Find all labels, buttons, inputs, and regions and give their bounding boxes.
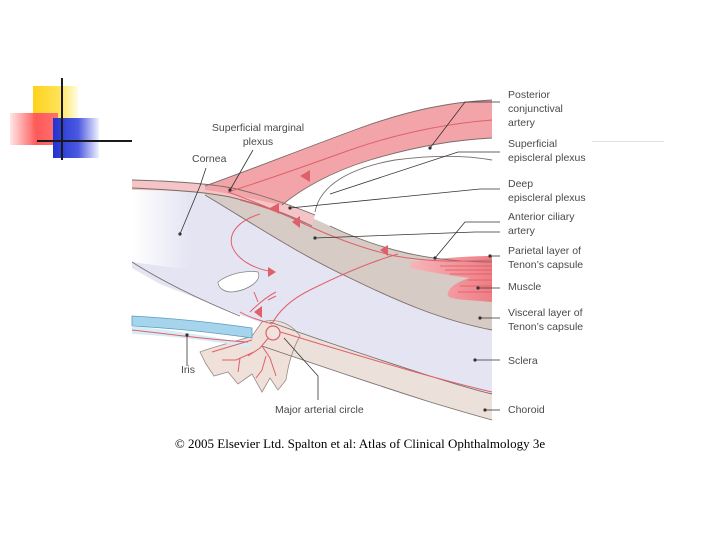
conjunctiva bbox=[132, 180, 315, 225]
label-superficial-marginal-plexus-1: Superficial marginal bbox=[212, 122, 304, 134]
sclera-region bbox=[132, 186, 492, 395]
posterior-conjunctival-artery-band bbox=[205, 100, 492, 205]
label-deep-episcleral-plexus-2: episcleral plexus bbox=[508, 192, 586, 204]
leader-dots bbox=[178, 146, 492, 412]
label-superficial-episcleral-plexus-2: episcleral plexus bbox=[508, 152, 586, 164]
label-choroid: Choroid bbox=[508, 404, 545, 416]
label-cornea: Cornea bbox=[192, 153, 227, 165]
label-visceral-layer-2: Tenon’s capsule bbox=[508, 321, 583, 333]
label-anterior-ciliary-artery-1: Anterior ciliary bbox=[508, 211, 575, 223]
label-posterior-conjunctival-artery-2: conjunctival bbox=[508, 103, 563, 115]
label-major-arterial-circle: Major arterial circle bbox=[275, 404, 364, 416]
label-posterior-conjunctival-artery-1: Posterior bbox=[508, 89, 551, 101]
cornea-region bbox=[132, 186, 190, 270]
label-deep-episcleral-plexus-1: Deep bbox=[508, 178, 533, 190]
label-superficial-episcleral-plexus-1: Superficial bbox=[508, 138, 557, 150]
label-posterior-conjunctival-artery-3: artery bbox=[508, 117, 536, 129]
decorative-vertical-line bbox=[61, 78, 63, 160]
label-parietal-layer-1: Parietal layer of bbox=[508, 245, 581, 257]
decorative-faint-line bbox=[592, 141, 664, 142]
decorative-horizontal-line bbox=[37, 140, 132, 142]
leader-lines bbox=[179, 101, 500, 411]
muscle-striations bbox=[440, 265, 492, 293]
label-iris: Iris bbox=[181, 364, 195, 376]
muscle-shape bbox=[410, 256, 492, 302]
decorative-red-square bbox=[10, 113, 58, 145]
iris-strip bbox=[131, 315, 253, 339]
schlemm-canal bbox=[217, 271, 260, 293]
copyright-caption: © 2005 Elsevier Ltd. Spalton et al: Atla… bbox=[174, 436, 546, 451]
choroid-band bbox=[262, 322, 492, 420]
episcleral-gap bbox=[315, 156, 492, 254]
tenon-band bbox=[205, 188, 492, 330]
label-parietal-layer-2: Tenon’s capsule bbox=[508, 259, 583, 271]
decorative-blue-square bbox=[53, 118, 99, 158]
major-arterial-circle bbox=[265, 325, 281, 341]
label-anterior-ciliary-artery-2: artery bbox=[508, 225, 536, 237]
label-sclera: Sclera bbox=[508, 355, 538, 367]
label-muscle: Muscle bbox=[508, 281, 541, 293]
flow-arrows bbox=[254, 170, 388, 318]
label-visceral-layer-1: Visceral layer of bbox=[508, 307, 583, 319]
label-superficial-marginal-plexus-2: plexus bbox=[243, 136, 273, 148]
